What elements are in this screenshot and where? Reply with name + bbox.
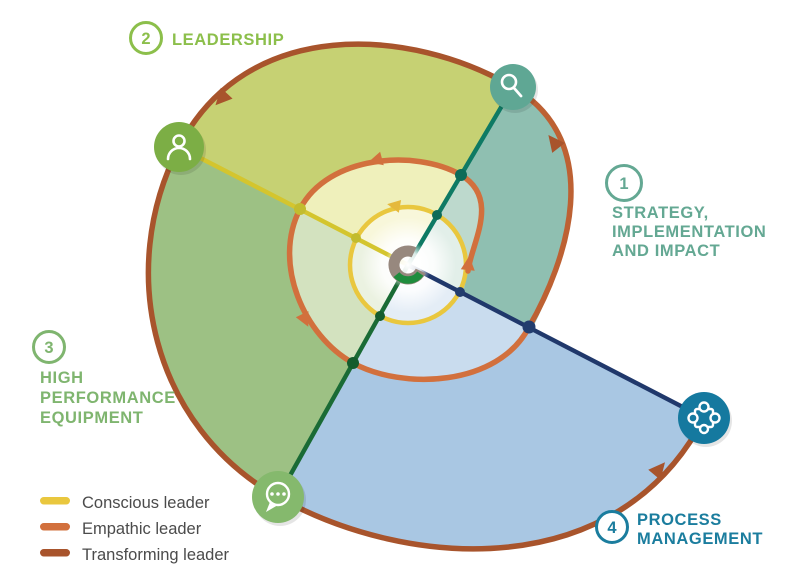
equipment-label-line2: PERFORMANCE — [40, 389, 176, 407]
chat-dot-2 — [276, 492, 280, 496]
orange-top-arrow-icon — [368, 151, 384, 166]
dot-equipment-inner — [375, 311, 385, 321]
puzzle-node — [678, 392, 732, 447]
chat-icon — [252, 471, 304, 523]
person-node — [154, 122, 206, 175]
puzzle-icon — [678, 392, 730, 444]
process-label-line1: PROCESS — [637, 511, 722, 529]
legend-label-conscious: Conscious leader — [82, 494, 210, 512]
equipment-label-line3: EQUIPMENT — [40, 409, 144, 427]
leadership-axis-line — [177, 145, 410, 267]
legend-label-transforming: Transforming leader — [82, 546, 230, 564]
equipment-label-line1: HIGH — [40, 369, 84, 387]
section-equipment: 3 HIGH PERFORMANCE EQUIPMENT — [32, 330, 176, 427]
center-logo — [384, 241, 432, 289]
dot-strategy-outer — [455, 169, 467, 181]
transforming-leader-spiral — [145, 41, 707, 552]
person-head — [172, 134, 186, 148]
puzzle-notch-bottom — [698, 423, 710, 435]
section-leadership: 2 LEADERSHIP — [129, 21, 284, 55]
badge-1-number: 1 — [619, 175, 628, 193]
ring-crossing-dots — [294, 169, 536, 369]
badge-2-number: 2 — [141, 30, 150, 48]
badge-2 — [129, 21, 163, 55]
badge-3-number: 3 — [44, 339, 53, 357]
chat-tail — [266, 502, 278, 512]
badge-4 — [595, 510, 629, 544]
brown-bottom-arrow-icon — [648, 462, 665, 481]
dot-equipment-outer — [347, 357, 359, 369]
search-handle — [512, 86, 523, 98]
leadership-label: LEADERSHIP — [172, 31, 284, 49]
yellow-arrow-icon — [387, 199, 402, 213]
badge-1 — [605, 164, 643, 202]
logo-green-swoosh — [393, 271, 424, 284]
orange-left-arrow-icon — [295, 311, 309, 327]
spiral-direction-arrows — [215, 87, 665, 481]
process-label-line2: MANAGEMENT — [637, 530, 763, 548]
legend-swatch-conscious — [40, 497, 70, 505]
dot-leadership-outer — [294, 203, 306, 215]
search-glass — [500, 73, 518, 91]
dot-process-outer — [522, 320, 536, 334]
chat-dot-3 — [282, 492, 286, 496]
section-process: 4 PROCESS MANAGEMENT — [595, 510, 763, 548]
orange-start-arrow-icon — [460, 256, 475, 271]
dot-process-inner — [455, 287, 465, 297]
strategy-label-line2: IMPLEMENTATION — [612, 223, 766, 241]
dot-strategy-inner — [432, 210, 442, 220]
legend-label-empathic: Empathic leader — [82, 520, 202, 538]
puzzle-knob-right — [709, 412, 721, 424]
brown-topleft-arrow-icon — [215, 87, 233, 106]
transforming-leader-spiral-start — [510, 84, 574, 330]
legend: Conscious leader Empathic leader Transfo… — [40, 494, 230, 564]
person-shoulders — [166, 146, 192, 161]
west-middle-sector — [289, 209, 408, 363]
puzzle-knob-top — [698, 401, 710, 413]
puzzle-knob-left — [687, 412, 699, 424]
legend-swatch-empathic — [40, 523, 70, 531]
empathic-leader-ring — [286, 157, 532, 383]
strategy-label-line1: STRATEGY, — [612, 204, 709, 222]
badge-3 — [32, 330, 66, 364]
strategy-label-line3: AND IMPACT — [612, 242, 720, 260]
search-node — [490, 64, 538, 113]
legend-swatch-transforming — [40, 549, 70, 557]
chat-dot-1 — [270, 492, 274, 496]
dot-leadership-inner — [351, 233, 361, 243]
chat-node — [252, 471, 306, 526]
section-strategy: 1 STRATEGY, IMPLEMENTATION AND IMPACT — [605, 164, 766, 260]
badge-4-number: 4 — [607, 519, 617, 537]
brown-right-arrow-icon — [548, 134, 565, 153]
equipment-axis-line — [276, 263, 410, 499]
